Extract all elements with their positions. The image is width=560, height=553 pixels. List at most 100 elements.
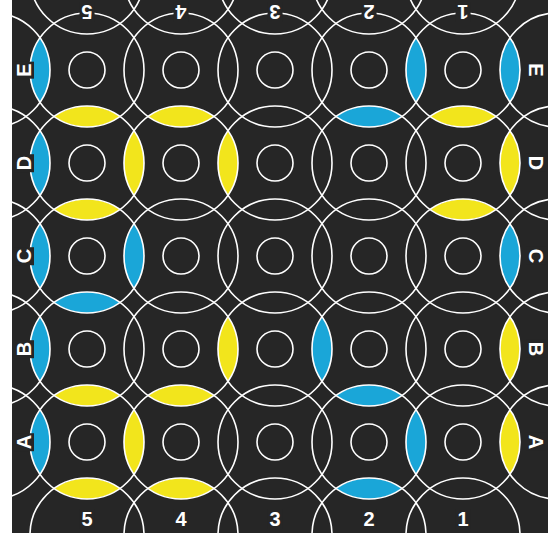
board-ring [500,385,548,499]
board-pattern [12,0,548,533]
board-ring [12,199,50,313]
cell-circle [445,145,481,181]
board-ring [406,478,520,533]
row-letter: B [526,340,546,358]
row-letter: E [526,61,546,78]
board-ring [406,385,520,499]
board-ring [406,292,520,406]
column-number: 4 [173,509,188,529]
board-ring [406,106,520,220]
lens-piece [218,131,238,195]
board-ring [312,199,426,313]
lens-piece [54,385,120,406]
lens-piece [336,106,402,127]
cell-circle [69,145,105,181]
board-ring [30,292,144,406]
board-ring [30,199,144,313]
lens-piece [500,38,520,102]
lens-piece [148,478,214,499]
cell-circle [351,331,387,367]
cell-circle [351,52,387,88]
board-ring [30,385,144,499]
row-letter: A [526,433,546,451]
column-number: 3 [267,2,282,22]
row-letter: C [526,247,546,265]
board-ring [312,106,426,220]
row-letter: C [14,247,34,265]
board-ring [500,199,548,313]
board-ring [12,292,50,406]
lens-piece [54,199,120,220]
row-letter: D [14,154,34,172]
lens-piece [148,106,214,127]
board-ring [500,13,548,127]
board-ring [124,106,238,220]
cell-circle [257,331,293,367]
lens-piece [54,106,120,127]
column-number: 5 [79,509,94,529]
lens-piece [500,131,520,195]
lens-piece [124,131,144,195]
board-ring [500,292,548,406]
row-letter: D [526,154,546,172]
lens-piece [430,199,496,220]
cell-circle [69,52,105,88]
cell-circle [351,145,387,181]
board-ring [312,385,426,499]
cell-circle [163,424,199,460]
cell-circle [257,145,293,181]
cell-circle [257,52,293,88]
board-ring [500,106,548,220]
board-ground [12,0,548,533]
board-ring [30,478,144,533]
cell-circle [163,238,199,274]
lens-piece [218,317,238,381]
board-ring [218,292,332,406]
cell-circle [163,145,199,181]
lens-piece [336,385,402,406]
cell-circle [69,424,105,460]
cell-circle [69,331,105,367]
lens-piece [54,478,120,499]
lens-piece [124,224,144,288]
board-ring [218,199,332,313]
column-number: 3 [267,509,282,529]
board-ring [12,385,50,499]
board-ring [124,199,238,313]
lens-piece [148,385,214,406]
lens-piece [312,317,332,381]
board-ring [312,292,426,406]
board-ring [124,478,238,533]
lens-piece [500,224,520,288]
board-ring [218,106,332,220]
board-ring [30,13,144,127]
row-letter: A [14,433,34,451]
board-ring [312,13,426,127]
board-ring [218,13,332,127]
cell-circle [445,331,481,367]
board-ring [406,13,520,127]
lens-piece [124,410,144,474]
column-number: 1 [455,2,470,22]
cell-circle [445,424,481,460]
board-ring [12,13,50,127]
cell-circle [163,331,199,367]
board-ring [124,13,238,127]
lens-piece [430,106,496,127]
board-ring [124,385,238,499]
cell-circle [445,52,481,88]
cell-circle [351,424,387,460]
lens-piece [336,478,402,499]
board-ring [30,106,144,220]
cell-circle [163,52,199,88]
column-number: 1 [455,509,470,529]
board-ring [406,199,520,313]
cell-circle [69,238,105,274]
row-letter: B [14,340,34,358]
column-number: 2 [361,2,376,22]
board-ring [124,292,238,406]
board-ring [12,106,50,220]
column-number: 5 [79,2,94,22]
